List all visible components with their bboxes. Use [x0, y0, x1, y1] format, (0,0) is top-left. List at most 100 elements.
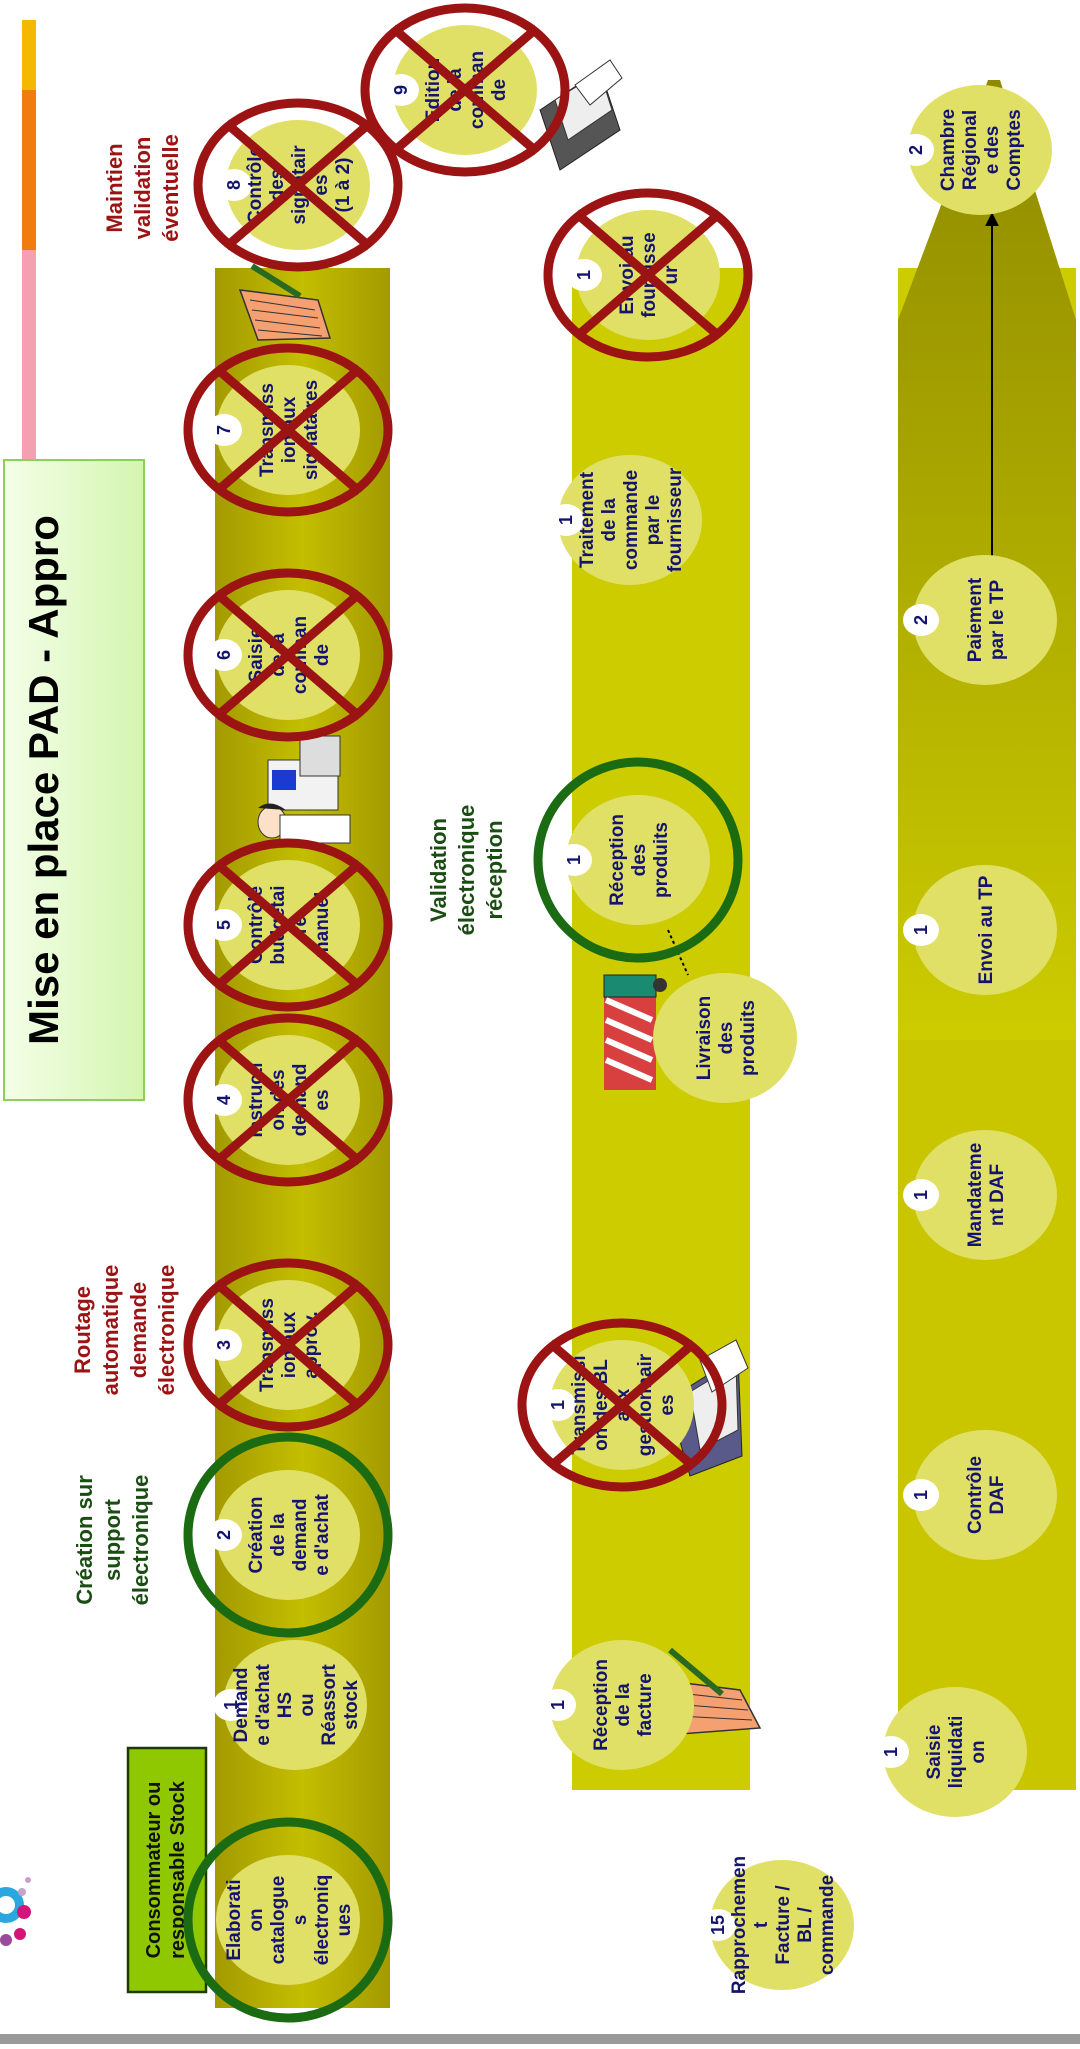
annotation-routage: Routage automatique demande électronique — [70, 1265, 179, 1396]
step-number: 5 — [214, 920, 234, 930]
step-label-line: Transmiss — [257, 1298, 278, 1392]
step-label-line: commande — [817, 1875, 838, 1975]
removed-ring — [183, 343, 393, 517]
svg-text:Maintien: Maintien — [102, 143, 127, 232]
removed-ring — [517, 1318, 727, 1492]
step-label-line: gestionnair — [635, 1353, 656, 1456]
svg-text:demande: demande — [126, 1282, 151, 1379]
step-label-line: Réception — [607, 814, 628, 906]
step-label-line: des — [716, 1022, 737, 1055]
svg-text:Validation: Validation — [426, 818, 451, 922]
actor-label-line-1: Consommateur ou — [143, 1782, 165, 1959]
step-label-line: de la — [268, 1513, 289, 1557]
step-label-line: Paiement — [965, 577, 986, 662]
step-label-line: des — [629, 844, 650, 877]
step-circle — [216, 1855, 360, 1985]
kept-ring — [533, 757, 743, 963]
step-label-line: es — [311, 174, 332, 195]
step-label-line: t — [751, 1921, 772, 1928]
step-label-line: demand — [290, 1499, 311, 1572]
step-number: 1 — [911, 925, 931, 935]
step-circle — [913, 1430, 1057, 1560]
step-label-line: ues — [334, 1904, 355, 1937]
step-label-line: produits — [738, 1000, 759, 1076]
annotation-creation: Création sur support électronique — [72, 1475, 153, 1606]
step-number: 3 — [214, 1340, 234, 1350]
removed-cross-b — [390, 24, 540, 156]
step-label-line: Elaborati — [224, 1879, 245, 1960]
step-label-line: de la — [613, 1683, 634, 1727]
step-label-line: Contrôle — [965, 1456, 986, 1534]
step-label-line: (1 à 2) — [333, 158, 354, 213]
step-circle — [216, 1470, 360, 1600]
step-label-line: Mandateme — [965, 1143, 986, 1248]
step-label-line: e des — [982, 126, 1003, 175]
step-label-line: on — [968, 1740, 989, 1763]
notepad-icon — [238, 263, 332, 341]
step-label-line: de — [312, 644, 333, 666]
step-label-line: Edition — [423, 58, 444, 122]
step-label-line: Demand — [231, 1668, 252, 1743]
svg-text:automatique: automatique — [98, 1265, 123, 1396]
removed-ring — [183, 838, 393, 1012]
step-label-line: DAF — [987, 1475, 1008, 1514]
removed-ring — [360, 3, 570, 177]
step-number: 2 — [214, 1530, 234, 1540]
step-circle — [908, 85, 1052, 215]
step-label-line: es — [312, 1089, 333, 1110]
step-circle — [913, 865, 1057, 995]
page-title: Mise en place PAD - Appro — [20, 515, 67, 1045]
step-label-line: Réception — [591, 1659, 612, 1751]
step-number-badge — [206, 1329, 242, 1361]
step-label-line: Réassort — [319, 1664, 340, 1746]
step-label-line: Livraison — [694, 996, 715, 1080]
step-number-badge — [700, 1909, 736, 1941]
step-label-line: catalogue — [268, 1876, 289, 1965]
step-number-badge — [383, 74, 419, 106]
removed-cross-b — [573, 209, 723, 341]
step-number-badge — [556, 844, 592, 876]
step-label-line: stock — [341, 1680, 362, 1730]
removed-cross-b — [213, 364, 363, 496]
step-circle — [566, 795, 710, 925]
svg-text:validation: validation — [130, 137, 155, 240]
step-label-line: s — [290, 1915, 311, 1926]
accent-bar — [22, 20, 36, 460]
svg-text:Création sur: Création sur — [72, 1475, 97, 1605]
step-number-badge — [206, 1084, 242, 1116]
step-label-line: on — [246, 1908, 267, 1931]
step-number-badge — [206, 1519, 242, 1551]
actor-label-line-2: responsable Stock — [167, 1780, 189, 1959]
step-number: 7 — [214, 425, 234, 435]
svg-text:Routage: Routage — [70, 1286, 95, 1374]
step-number-badge — [903, 1479, 939, 1511]
step-label-line: Contrôle — [245, 146, 266, 224]
step-number-badge — [206, 909, 242, 941]
step-label-line: Saisie — [924, 1725, 945, 1780]
step-label-line: nt DAF — [987, 1164, 1008, 1226]
step-label-line: Facture / — [773, 1885, 794, 1965]
step-number: 1 — [574, 270, 594, 280]
removed-ring — [183, 1013, 393, 1187]
step-number: 9 — [391, 85, 411, 95]
step-label-line: Traitement — [577, 471, 598, 568]
step-label-line: Transmissi — [569, 1355, 590, 1454]
step-number-badge — [216, 169, 252, 201]
step-number: 4 — [214, 1095, 234, 1105]
step-circle — [558, 455, 702, 585]
removed-cross-b — [223, 119, 373, 251]
removed-cross-b — [547, 1339, 697, 1471]
step-circle — [550, 1640, 694, 1770]
